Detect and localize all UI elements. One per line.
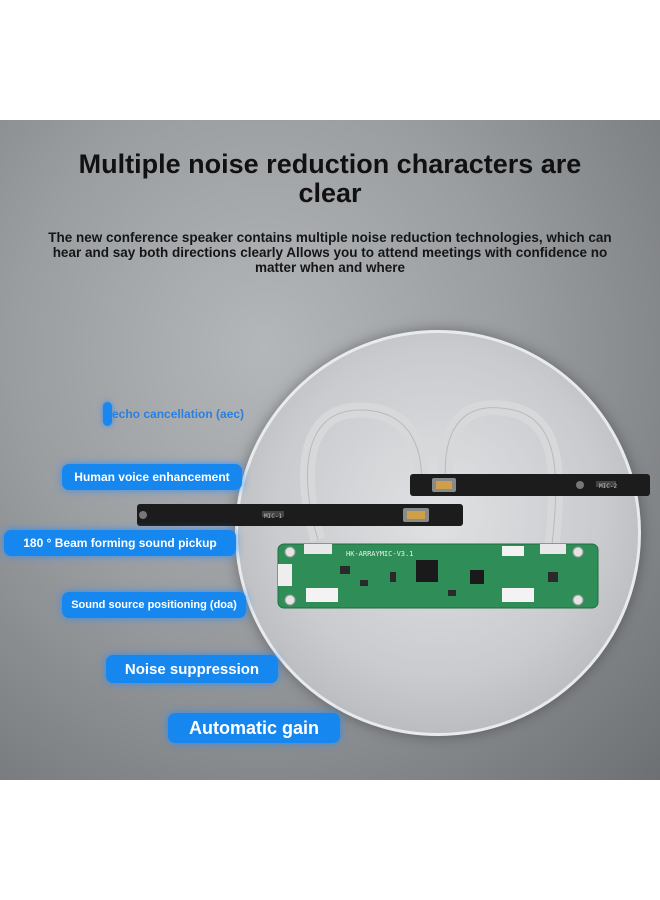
description-line-1: The new conference speaker contains mult… — [48, 230, 612, 245]
mic-bar-right: MIC-2 — [410, 474, 650, 496]
description: The new conference speaker contains mult… — [20, 230, 640, 275]
mic-bar-left: MIC-1 — [137, 504, 463, 526]
feature-voice-enhancement: Human voice enhancement — [62, 464, 242, 490]
title-line-1: Multiple noise reduction characters are — [78, 149, 582, 179]
feature-doa: Sound source positioning (doa) — [62, 592, 246, 618]
feature-marker — [103, 402, 112, 426]
feature-automatic-gain: Automatic gain — [168, 713, 340, 743]
mic-array-illustration: MIC-2 MIC-1 — [137, 400, 650, 609]
page-title: Multiple noise reduction characters are … — [60, 150, 600, 208]
feature-noise-suppression: Noise suppression — [106, 655, 278, 683]
feature-echo-cancellation: echo cancellation (aec) — [112, 407, 245, 421]
pcb-label: HK-ARRAYMIC-V3.1 — [346, 550, 413, 558]
description-line-2: hear and say both directions clearly All… — [52, 245, 608, 260]
mic-bar-left-label: MIC-1 — [264, 513, 282, 520]
product-disc — [235, 330, 641, 736]
feature-beam-forming: 180 ° Beam forming sound pickup — [4, 530, 236, 556]
mic-bar-right-label: MIC-2 — [599, 483, 617, 490]
product-panel: Multiple noise reduction characters are … — [0, 120, 660, 780]
description-line-3: matter when and where — [254, 260, 406, 275]
title-line-2: clear — [298, 178, 362, 208]
pcb-board: HK-ARRAYMIC-V3.1 — [277, 543, 599, 609]
